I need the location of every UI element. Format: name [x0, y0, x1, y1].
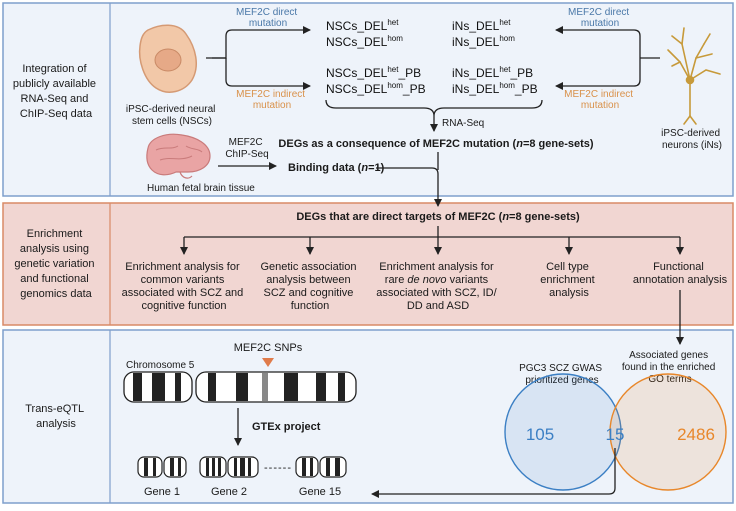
chromosome-label: Chromosome 5 [126, 360, 195, 371]
gene2-chromosome-icon [199, 456, 259, 478]
nsc-branch-connector [212, 26, 311, 59]
nsc-direct-label: MEF2C direct mutation [236, 7, 300, 29]
panel-integration [2, 2, 734, 197]
venn-left-circle [504, 373, 622, 491]
analysis-common-variants: Enrichment analysis for common variants … [122, 261, 247, 312]
nsc-indirect-label: MEF2C indirect mutation [236, 89, 308, 111]
in-del-hom: iNs_DELhom [452, 34, 515, 49]
nsc-del-hom-pb: NSCs_DELhom_PB [326, 81, 426, 96]
venn-right-count: 2486 [677, 425, 715, 444]
venn-right-title: Associated genes found in the enriched G… [622, 350, 718, 385]
gene1-label: Gene 1 [144, 486, 180, 498]
venn-left-title: PGC3 SCZ GWAS prioritized genes [519, 363, 605, 386]
in-direct-label: MEF2C direct mutation [568, 7, 632, 29]
nsc-cell-icon [138, 24, 198, 93]
gene-ellipsis: ------ [264, 462, 292, 474]
analysis-genetic-association: Genetic association analysis between SCZ… [260, 261, 359, 312]
snps-label: MEF2C SNPs [234, 342, 303, 354]
in-del-het-pb: iNs_DELhet_PB [452, 65, 533, 80]
merge-connector [376, 167, 442, 207]
direct-targets-title: DEGs that are direct targets of MEF2C (n… [296, 211, 580, 223]
in-del-hom-pb: iNs_DELhom_PB [452, 81, 538, 96]
binding-label: Binding data (n=1) [288, 162, 385, 174]
overlap-to-genes-arrow [371, 448, 616, 498]
nsc-del-het-pb: NSCs_DELhet_PB [326, 65, 421, 80]
nsc-label: iPSC-derived neural stem cells (NSCs) [126, 104, 218, 127]
analysis-functional-annotation: Functional annotation analysis [633, 261, 728, 286]
gene15-chromosome-icon [295, 456, 347, 478]
analysis-cell-type: Cell type enrichment analysis [540, 261, 597, 299]
chipseq-label: MEF2C ChIP-Seq [225, 137, 268, 160]
degs-title: DEGs as a consequence of MEF2C mutation … [278, 138, 593, 150]
fetal-brain-icon [146, 133, 211, 179]
gene2-label: Gene 2 [211, 486, 247, 498]
venn-overlap-count: 15 [606, 425, 625, 444]
in-branch-connector-lower [555, 58, 641, 90]
chromosome-5-icon [123, 371, 357, 403]
neuron-icon [667, 27, 721, 125]
nsc-del-hom: NSCs_DELhom [326, 34, 403, 49]
row1-label: Integration of publicly available RNA-Se… [13, 63, 99, 120]
panel-eqtl [2, 329, 734, 504]
row3-label: Trans-eQTL analysis [25, 403, 87, 430]
gtex-label: GTEx project [252, 421, 321, 433]
in-branch-connector [555, 26, 641, 58]
venn-right-circle [609, 373, 727, 491]
gene1-chromosome-icon [137, 456, 187, 478]
nsc-del-het: NSCs_DELhet [326, 18, 399, 33]
venn-left-count: 105 [526, 425, 554, 444]
gene15-label: Gene 15 [299, 486, 341, 498]
brain-label: Human fetal brain tissue [147, 183, 255, 194]
nsc-branch-connector-lower [225, 58, 311, 90]
analysis-rare-variants: Enrichment analysis for rare de novo var… [376, 261, 500, 312]
row2-label: Enrichment analysis using genetic variat… [14, 228, 97, 300]
in-indirect-label: MEF2C indirect mutation [564, 89, 636, 111]
in-del-het: iNs_DELhet [452, 18, 511, 33]
rnaseq-label: RNA-Seq [442, 118, 484, 129]
panel-enrichment [2, 202, 734, 326]
snp-marker-icon [262, 358, 274, 367]
in-label: iPSC-derived neurons (iNs) [661, 128, 723, 151]
